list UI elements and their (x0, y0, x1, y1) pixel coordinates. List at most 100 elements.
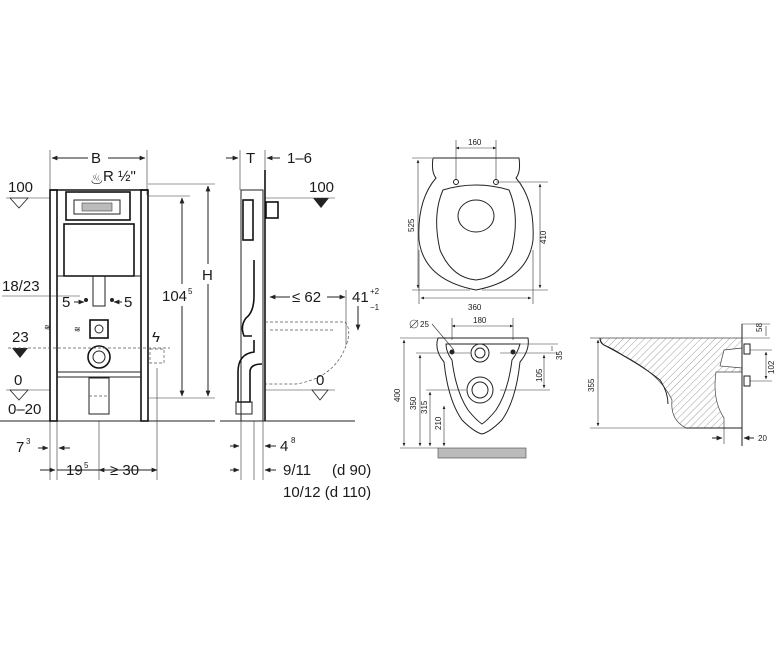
flush-pipe (92, 275, 106, 307)
water-icon: ≋ (44, 323, 51, 332)
flush-pipe-side (241, 260, 255, 337)
bolt-hole (453, 179, 459, 185)
range-label: 18/23 (2, 278, 40, 295)
bowl-back-inner (445, 343, 521, 425)
side-gap-label: 7 (16, 439, 24, 456)
bolt-hole (110, 298, 114, 302)
side-gap-sup: 3 (26, 437, 31, 446)
outlet-hole-inner (471, 381, 489, 399)
base-20-label: 20 (758, 434, 767, 443)
inlet-box (89, 319, 109, 339)
width-label: B (91, 150, 101, 167)
pipe-label: R ½" (103, 168, 136, 185)
water-icon: ≋ (74, 325, 81, 334)
height-label: H (202, 267, 213, 284)
bowl-outline (418, 157, 534, 291)
offset-right-label: 5 (124, 294, 132, 311)
bowl-back-view: 25 180 35 105 400 350 31 (393, 316, 564, 459)
bottom-left-sup: 5 (84, 461, 89, 470)
frame-side-view: T 1–6 100 ≤ 62 41 +2 −1 0 (220, 150, 380, 501)
side-height-label: 41 (352, 289, 369, 306)
bowl-back-outline (436, 337, 529, 435)
wall-gap-label: 1–6 (287, 150, 312, 167)
inlet-hole-inner (474, 347, 486, 359)
offset-left-label: 5 (62, 294, 70, 311)
flush-button (81, 202, 113, 212)
side-depth-sup: 8 (291, 436, 296, 445)
bowl-section (599, 337, 743, 429)
height-350-label: 350 (409, 396, 418, 410)
bowl-seat (436, 184, 516, 281)
bowl-section-inner (599, 337, 669, 405)
dim-leader (431, 323, 455, 351)
level-zero-label: 0 (14, 372, 22, 389)
drain-outlet (87, 345, 111, 369)
height-sup: 5 (188, 287, 193, 296)
length-label: 525 (407, 218, 416, 232)
bolt-hole (84, 298, 88, 302)
diameter-icon (409, 319, 419, 329)
hole-diameter-label: 25 (420, 320, 429, 329)
inlet-valve (94, 324, 104, 334)
depth-58-label: 58 (755, 323, 764, 332)
connector (743, 343, 751, 355)
width-label: 360 (468, 303, 482, 312)
height-315-label: 315 (420, 400, 429, 414)
bottom-left-label: 19 (66, 462, 83, 479)
level-marker-hollow (9, 197, 29, 209)
drain-bend (237, 340, 263, 403)
offset-35-label: 35 (555, 351, 564, 360)
drain-socket (235, 401, 253, 415)
offset-105-label: 105 (535, 368, 544, 382)
diameter-icon (409, 319, 419, 329)
electric-icon: ϟ (152, 329, 160, 346)
side-level-zero-label: 0 (316, 372, 324, 389)
outlet-hole (466, 376, 494, 404)
height-102-label: 102 (767, 360, 776, 374)
level-marker-filled (313, 198, 329, 208)
flush-plate (73, 199, 121, 215)
bolt-hole (510, 349, 516, 355)
connector (743, 375, 751, 387)
height-210-label: 210 (434, 416, 443, 430)
inlet-hole (470, 343, 490, 363)
pipe-d90-label: (d 90) (332, 462, 371, 479)
pipe-d90-value: 9/11 (283, 462, 311, 479)
flush-plate-side (265, 201, 279, 219)
thickness-label: T (246, 150, 255, 167)
height-355-label: 355 (587, 378, 596, 392)
electrical-box (149, 348, 165, 364)
level-marker-hollow (9, 389, 29, 401)
tol-plus: +2 (370, 287, 380, 296)
cistern-top (65, 191, 131, 221)
pipe-d110-label: 10/12 (d 110) (283, 484, 371, 501)
frame-upright-left (49, 189, 58, 422)
bolt-hole (449, 349, 455, 355)
cistern-body (63, 223, 135, 277)
bolt-spacing-label: 160 (468, 138, 482, 147)
floor-range-label: 0–20 (8, 401, 41, 418)
cistern-side (242, 199, 254, 241)
tol-minus: −1 (370, 303, 380, 312)
bowl-opening (457, 199, 495, 233)
floor-block (437, 447, 527, 459)
height-value: 104 (162, 288, 187, 305)
level-marker-hollow (311, 389, 329, 401)
drain-outlet-inner (92, 350, 106, 364)
level-top-label: 100 (8, 179, 33, 196)
level-marker-filled (12, 348, 28, 358)
hole-spacing-label: 180 (473, 316, 487, 325)
side-depth-label: 4 (280, 438, 288, 455)
frame-front-view: B ♨ R ½" ϟ 100 (0, 150, 215, 480)
frame-upright-right (140, 189, 149, 422)
bottom-right-label: ≥ 30 (110, 462, 139, 479)
reach-label: ≤ 62 (292, 289, 321, 306)
level-mid-label: 23 (12, 329, 29, 346)
frame-side-body (240, 189, 264, 422)
bowl-top-view: 160 525 410 360 (407, 138, 548, 312)
inner-length-label: 410 (539, 230, 548, 244)
side-level-top-label: 100 (309, 179, 334, 196)
height-400-label: 400 (393, 388, 402, 402)
bowl-outline-dashed (265, 321, 350, 385)
